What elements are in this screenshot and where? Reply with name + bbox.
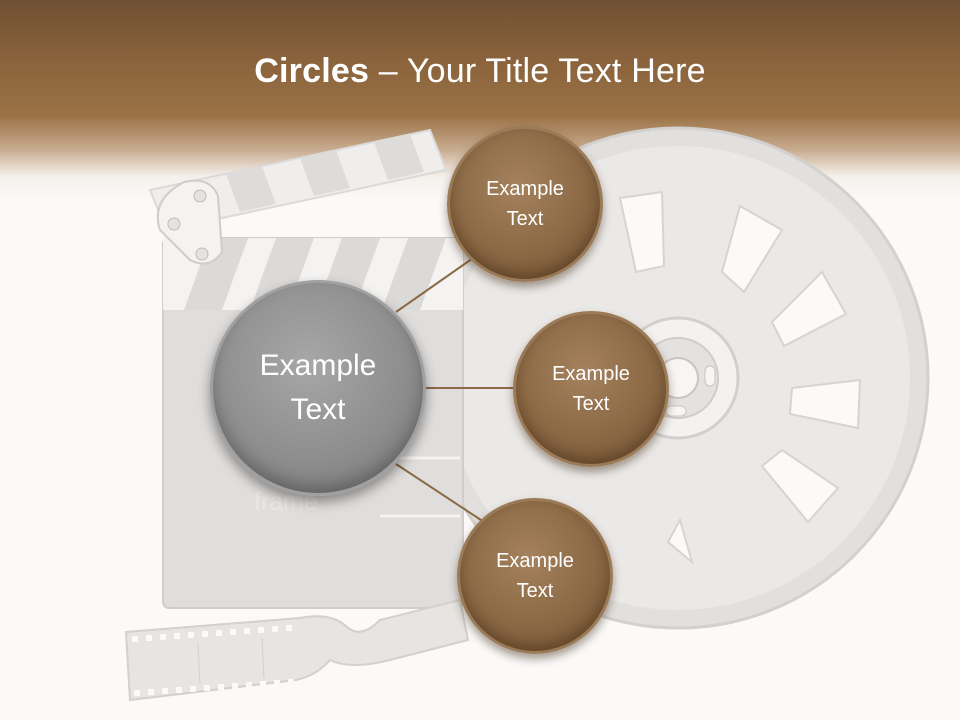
film-strip-icon xyxy=(124,598,470,702)
node-circle-top[interactable]: Example Text xyxy=(447,126,603,282)
node-label: Example Text xyxy=(486,174,564,234)
title-rest: – Your Title Text Here xyxy=(369,52,706,90)
connector-bottom xyxy=(395,463,485,523)
node-label-line2: Text xyxy=(516,580,554,602)
node-label: Example Text xyxy=(552,359,630,419)
center-circle[interactable]: Example Text xyxy=(210,280,426,496)
node-label-line2: Text xyxy=(572,393,610,415)
node-label-line1: Example xyxy=(486,178,564,200)
title-bold: Circles xyxy=(254,52,370,90)
node-label-line1: Example xyxy=(552,363,630,385)
node-label: Example Text xyxy=(496,546,574,606)
node-circle-middle[interactable]: Example Text xyxy=(513,311,669,467)
node-label-line1: Example xyxy=(496,550,574,572)
slide-title: Circles – Your Title Text Here xyxy=(0,52,960,91)
center-label-line1: Example xyxy=(259,349,377,382)
connector-top xyxy=(395,255,477,313)
center-label: Example Text xyxy=(260,344,377,432)
node-label-line2: Text xyxy=(506,208,544,230)
center-label-line2: Text xyxy=(290,393,346,426)
node-circle-bottom[interactable]: Example Text xyxy=(457,498,613,654)
